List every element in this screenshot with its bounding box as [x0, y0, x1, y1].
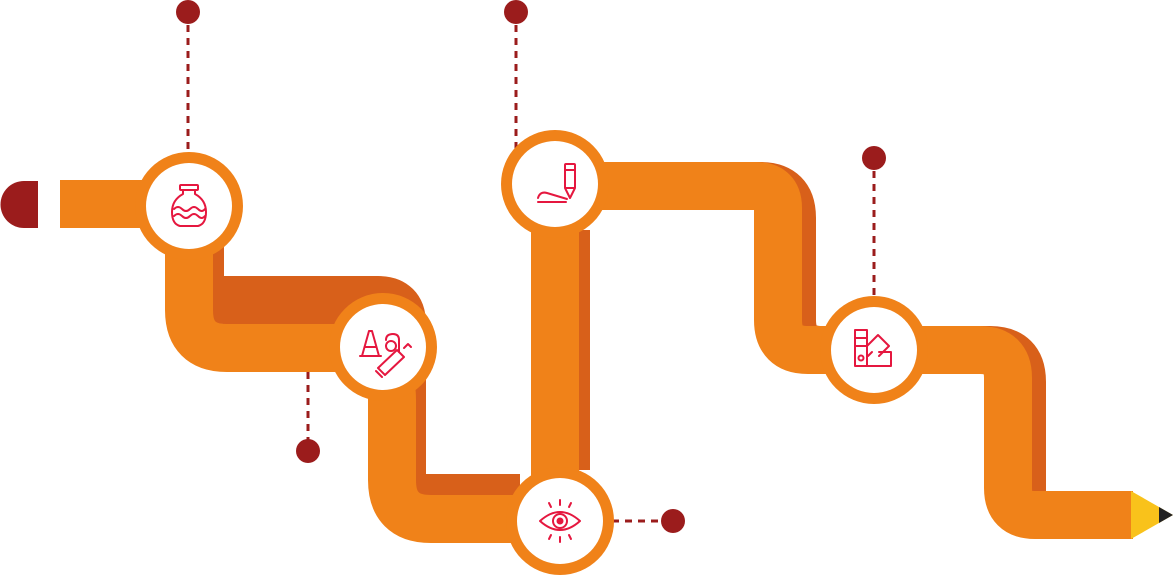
road-start-cap: [0, 181, 38, 228]
vase-icon: [171, 184, 207, 227]
connector-step-3: [612, 509, 685, 533]
connector-step-1: [176, 0, 200, 152]
connector-dot: [504, 0, 528, 24]
step-3-node: [506, 467, 614, 575]
step-1-node: [135, 152, 243, 260]
connector-step-5: [862, 146, 886, 298]
step-4-node: [501, 130, 609, 238]
connector-dot: [661, 509, 685, 533]
connector-dot: [862, 146, 886, 170]
color-swatch-icon: [854, 329, 892, 367]
pen-signature-icon: [537, 163, 576, 203]
eye-icon: [539, 499, 581, 543]
connector-step-4: [504, 0, 528, 152]
step-2-node: [329, 293, 437, 401]
typography-pen-icon: [359, 330, 412, 378]
pencil-tip: [1131, 491, 1173, 539]
connector-dot: [296, 439, 320, 463]
connector-step-2: [296, 372, 320, 463]
step-5-node: [820, 296, 928, 404]
connector-dot: [176, 0, 200, 24]
